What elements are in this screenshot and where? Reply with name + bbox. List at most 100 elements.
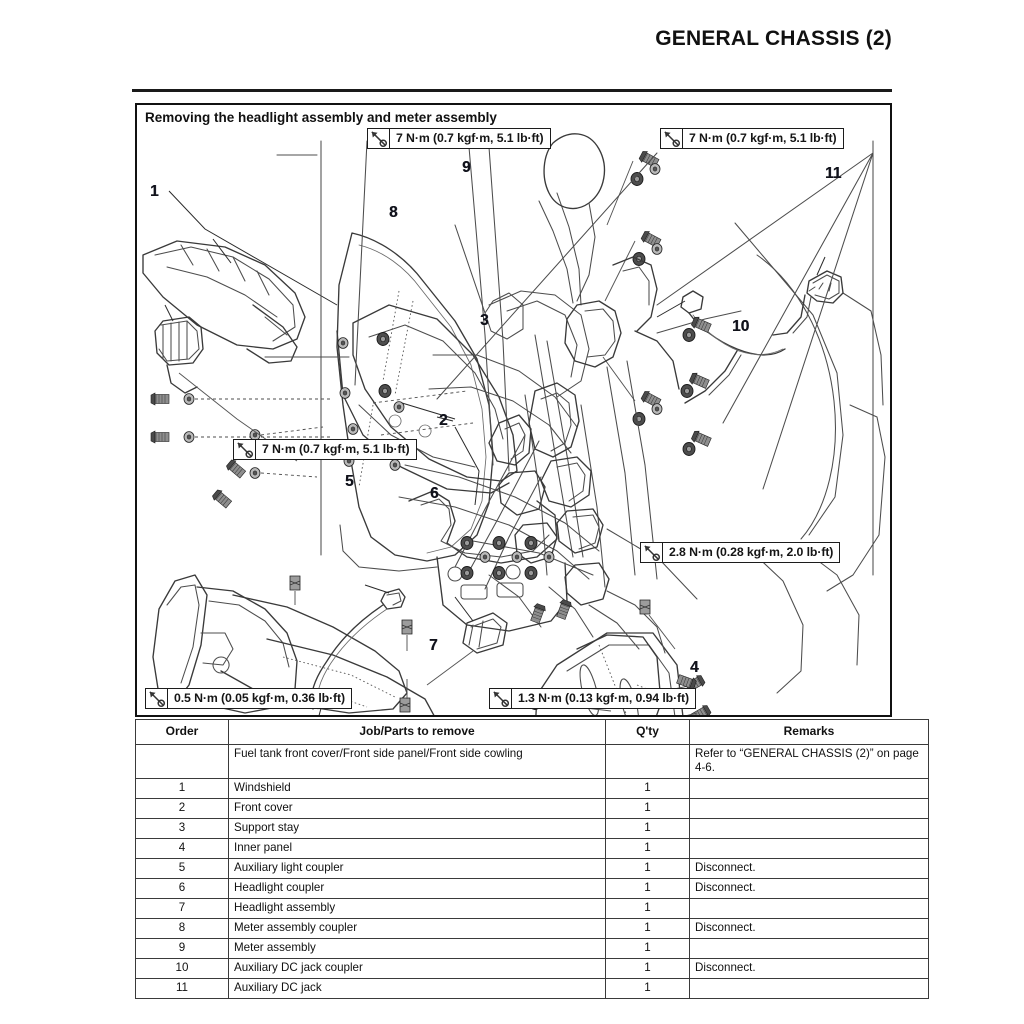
callout-3: 3	[480, 312, 489, 329]
cell-remarks	[689, 837, 929, 859]
cell-order	[135, 743, 229, 779]
header-order: Order	[135, 719, 229, 745]
windshield-part	[150, 190, 494, 572]
cell-job: Front cover	[228, 797, 606, 819]
cell-qty: 1	[605, 877, 690, 899]
callout-1: 1	[150, 183, 159, 200]
callout-10: 10	[732, 318, 750, 335]
cell-qty: 1	[605, 837, 690, 859]
headlight-clips	[241, 575, 413, 713]
mid-fasteners	[460, 536, 698, 709]
torque-spec-text: 2.8 N·m (0.28 kgf·m, 2.0 lb·ft)	[669, 545, 834, 559]
callout-5: 5	[345, 473, 354, 490]
cell-order: 3	[135, 817, 229, 839]
headlight-coupler-part	[426, 596, 508, 686]
torque-spec-text: 7 N·m (0.7 kgf·m, 5.1 lb·ft)	[689, 131, 837, 145]
meter-assembly-coupler-part	[154, 304, 298, 462]
right-side-fasteners	[602, 149, 663, 426]
cell-qty: 1	[605, 957, 690, 979]
cell-order: 5	[135, 857, 229, 879]
cell-qty: 1	[605, 777, 690, 799]
cell-qty: 1	[605, 857, 690, 879]
cell-job: Auxiliary DC jack	[228, 977, 606, 999]
table-row: Fuel tank front cover/Front side panel/F…	[135, 743, 929, 779]
cell-order: 7	[135, 897, 229, 919]
fairing-outline-group	[656, 222, 886, 694]
header-qty: Q'ty	[605, 719, 690, 745]
cell-remarks: Refer to “GENERAL CHASSIS (2)” on page 4…	[689, 743, 929, 779]
cell-remarks	[689, 777, 929, 799]
cell-qty: 1	[605, 937, 690, 959]
torque-spec-top-right: 7 N·m (0.7 kgf·m, 5.1 lb·ft)	[660, 128, 844, 149]
table-header: Order Job/Parts to remove Q'ty Remarks	[135, 719, 929, 745]
cell-job: Fuel tank front cover/Front side panel/F…	[228, 743, 606, 779]
cell-remarks	[689, 937, 929, 959]
cell-job: Inner panel	[228, 837, 606, 859]
cell-job: Windshield	[228, 777, 606, 799]
torque-spec-text: 0.5 N·m (0.05 kgf·m, 0.36 lb·ft)	[174, 691, 346, 705]
cell-remarks: Disconnect.	[689, 917, 929, 939]
torque-spec-text: 7 N·m (0.7 kgf·m, 5.1 lb·ft)	[262, 442, 410, 456]
front-cover-part	[336, 304, 518, 494]
callout-4: 4	[690, 659, 699, 676]
exploded-view-diagram: Removing the headlight assembly and mete…	[135, 103, 892, 717]
callout-2: 2	[439, 412, 448, 429]
torque-spec-mid-right: 2.8 N·m (0.28 kgf·m, 2.0 lb·ft)	[640, 542, 841, 563]
torque-wrench-icon	[661, 129, 683, 148]
cell-order: 2	[135, 797, 229, 819]
callout-6: 6	[430, 485, 439, 502]
torque-wrench-icon	[234, 440, 256, 459]
cell-job: Headlight assembly	[228, 897, 606, 919]
callout-9: 9	[462, 159, 471, 176]
cell-remarks: Disconnect.	[689, 957, 929, 979]
diagram-heading: Removing the headlight assembly and mete…	[145, 110, 497, 125]
torque-wrench-icon	[368, 129, 390, 148]
torque-spec-text: 1.3 N·m (0.13 kgf·m, 0.94 lb·ft)	[518, 691, 690, 705]
meter-assembly-part	[142, 238, 306, 364]
header-job: Job/Parts to remove	[228, 719, 606, 745]
torque-wrench-icon	[146, 689, 168, 708]
cell-job: Auxiliary light coupler	[228, 857, 606, 879]
header-divider	[132, 89, 892, 92]
cell-qty: 1	[605, 897, 690, 919]
parts-table: Order Job/Parts to remove Q'ty Remarks F…	[135, 719, 929, 999]
cell-job: Meter assembly coupler	[228, 917, 606, 939]
torque-wrench-icon	[490, 689, 512, 708]
cell-remarks: Disconnect.	[689, 857, 929, 879]
cell-job: Support stay	[228, 817, 606, 839]
auxiliary-dc-jack-part	[772, 256, 844, 336]
cell-order: 4	[135, 837, 229, 859]
torque-spec-text: 7 N·m (0.7 kgf·m, 5.1 lb·ft)	[396, 131, 544, 145]
page-header: GENERAL CHASSIS (2)	[0, 0, 1024, 92]
cell-qty	[605, 743, 690, 779]
cell-remarks	[689, 977, 929, 999]
cell-qty: 1	[605, 917, 690, 939]
cell-job: Meter assembly	[228, 937, 606, 959]
callout-11: 11	[825, 165, 842, 182]
cell-remarks	[689, 817, 929, 839]
torque-spec-bottom-left: 0.5 N·m (0.05 kgf·m, 0.36 lb·ft)	[145, 688, 353, 709]
cell-order: 1	[135, 777, 229, 799]
torque-spec-mid-left: 7 N·m (0.7 kgf·m, 5.1 lb·ft)	[233, 439, 417, 460]
cell-remarks	[689, 897, 929, 919]
table-header-row: Order Job/Parts to remove Q'ty Remarks	[135, 719, 929, 745]
cell-job: Headlight coupler	[228, 877, 606, 899]
chassis-frame-group	[264, 133, 874, 600]
cell-remarks	[689, 797, 929, 819]
callout-8: 8	[389, 204, 398, 221]
cell-order: 10	[135, 957, 229, 979]
cell-qty: 1	[605, 977, 690, 999]
callout-7: 7	[429, 637, 438, 654]
torque-spec-bottom-right: 1.3 N·m (0.13 kgf·m, 0.94 lb·ft)	[489, 688, 697, 709]
cell-remarks: Disconnect.	[689, 877, 929, 899]
